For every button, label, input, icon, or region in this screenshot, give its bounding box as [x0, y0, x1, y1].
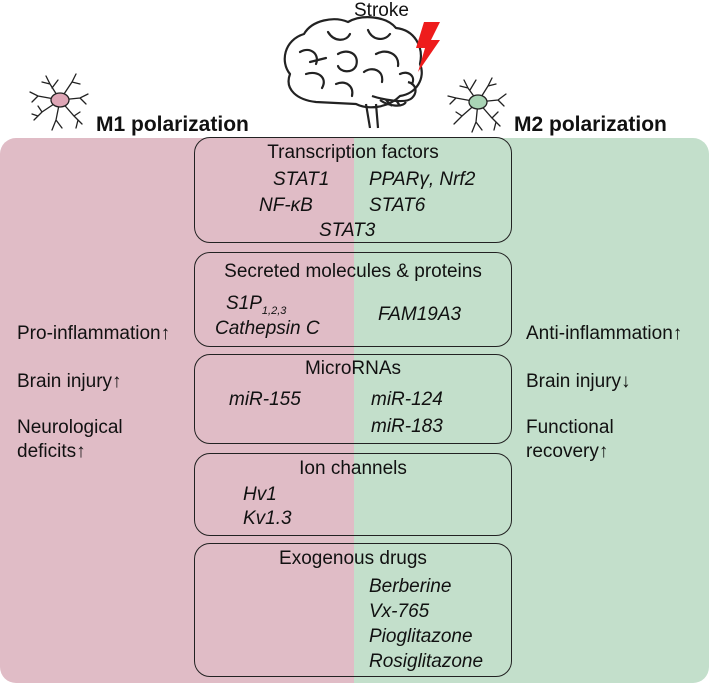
- m2-tf-stat6: STAT6: [369, 195, 426, 216]
- micrornas-title: MicroRNAs: [304, 358, 402, 379]
- microglia-m2-icon: [447, 77, 507, 133]
- m2-drug-vx765: Vx-765: [369, 601, 430, 622]
- brain-icon: [283, 16, 423, 129]
- exogenous-drugs-title: Exogenous drugs: [279, 548, 427, 569]
- m1-effect-deficits: deficits↑: [17, 441, 86, 462]
- s1p-base: S1P: [226, 293, 262, 314]
- m2-drug-rosiglitazone: Rosiglitazone: [369, 651, 484, 672]
- m2-mirna-183: miR-183: [371, 416, 443, 437]
- m2-mirna-124: miR-124: [371, 389, 443, 410]
- m2-effect-recovery: recovery↑: [526, 441, 609, 462]
- m2-title: M2 polarization: [514, 113, 667, 136]
- m2-effect-inflammation: Anti-inflammation↑: [526, 323, 683, 344]
- micrornas-box: MicroRNAs miR-155 miR-124 miR-183: [194, 354, 512, 444]
- m1-tf-nfkb: NF-κB: [259, 195, 313, 216]
- exogenous-drugs-box: Exogenous drugs Berberine Vx-765 Pioglit…: [194, 543, 512, 677]
- m1-effect-brain-injury: Brain injury↑: [17, 371, 122, 392]
- m2-drug-pioglitazone: Pioglitazone: [369, 626, 473, 647]
- ion-channels-box: Ion channels Hv1 Kv1.3: [194, 453, 512, 536]
- m1-mirna-155: miR-155: [229, 389, 301, 410]
- m2-panel: [354, 138, 709, 683]
- m2-effect-functional: Functional: [526, 417, 614, 438]
- m2-effect-brain-injury: Brain injury↓: [526, 371, 631, 392]
- m2-drug-berberine: Berberine: [369, 576, 452, 597]
- secreted-molecules-box: Secreted molecules & proteins S1P1,2,3 C…: [194, 252, 512, 347]
- m1-ion-hv1: Hv1: [243, 484, 277, 505]
- shared-tf-stat3: STAT3: [319, 220, 376, 241]
- m1-effect-inflammation: Pro-inflammation↑: [17, 323, 171, 344]
- lightning-icon: [416, 22, 440, 72]
- m2-tf-ppar-nrf2: PPARγ, Nrf2: [369, 169, 476, 190]
- m1-tf-stat1: STAT1: [273, 169, 330, 190]
- ion-channels-title: Ion channels: [299, 458, 407, 479]
- transcription-factors-title: Transcription factors: [267, 142, 439, 163]
- m1-effect-neurological: Neurological: [17, 417, 123, 438]
- m1-secreted-cathepsin: Cathepsin C: [215, 318, 320, 339]
- secreted-molecules-title: Secreted molecules & proteins: [224, 261, 482, 282]
- m1-ion-kv13: Kv1.3: [243, 508, 292, 529]
- m1-panel: [0, 138, 354, 683]
- m1-secreted-s1p: S1P1,2,3: [226, 293, 286, 317]
- transcription-factors-box: Transcription factors STAT1 NF-κB PPARγ,…: [194, 137, 512, 243]
- s1p-subscript: 1,2,3: [261, 304, 287, 317]
- m1-title: M1 polarization: [96, 113, 249, 136]
- m2-secreted-fam19a3: FAM19A3: [378, 304, 462, 325]
- stroke-label: Stroke: [354, 0, 409, 21]
- microglia-m1-icon: [29, 73, 89, 131]
